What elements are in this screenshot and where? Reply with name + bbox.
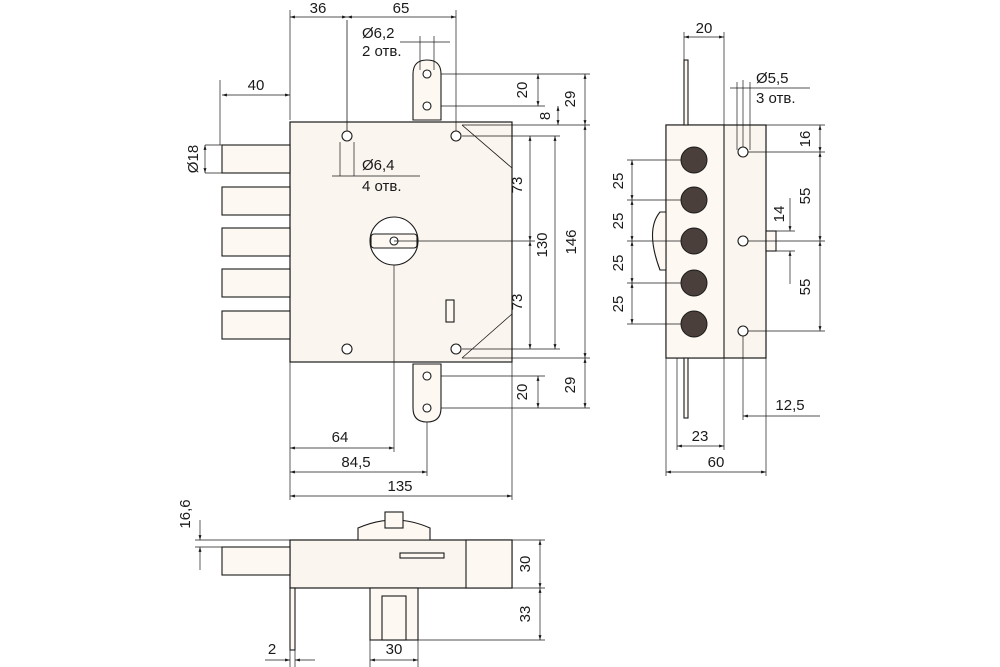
- dim-8: 8: [537, 112, 554, 120]
- side-view: 20 Ø5,5 3 отв. 16 55 14 55 25 25 25 25 1…: [610, 20, 825, 476]
- dim-135: 135: [387, 478, 412, 495]
- bolt-3: [221, 227, 291, 257]
- side-dim-16: 16: [797, 131, 814, 148]
- bolt-end-4: [680, 269, 708, 297]
- dim-29-bottom: 29: [562, 377, 579, 394]
- chamfer-bottom: [461, 313, 513, 359]
- latch-slot: [445, 299, 455, 323]
- chamfer-top: [461, 124, 513, 169]
- plate-hole-top-2: [422, 101, 432, 111]
- bolt-end-2: [680, 186, 708, 214]
- bottom-dim-2: 2: [268, 641, 276, 658]
- side-dim-12-5: 12,5: [775, 397, 804, 414]
- side-dim-d5-5: Ø5,5: [756, 70, 789, 87]
- bottom-dim-30-bottom: 30: [386, 641, 403, 658]
- side-dim-25-3: 25: [610, 255, 627, 272]
- side-tab-top: [683, 59, 689, 126]
- dim-20-bottom: 20: [514, 384, 531, 401]
- side-dim-14: 14: [771, 206, 788, 223]
- bottom-slot: [399, 552, 445, 559]
- bottom-dim-30-right: 30: [517, 556, 534, 573]
- side-dim-55-top: 55: [797, 188, 814, 205]
- dim-65: 65: [393, 0, 410, 17]
- bolt-1: [221, 144, 291, 174]
- body-hole-2: [450, 130, 462, 142]
- dim-146: 146: [563, 229, 580, 254]
- bolt-5: [221, 310, 291, 340]
- side-dim-25-1: 25: [610, 173, 627, 190]
- body-hole-4: [450, 343, 462, 355]
- bolt-2: [221, 186, 291, 216]
- dim-d18: Ø18: [185, 145, 202, 173]
- side-tab-bottom: [683, 357, 689, 419]
- bolt-4: [221, 268, 291, 298]
- dim-36: 36: [310, 0, 327, 17]
- bottom-dim-33: 33: [517, 606, 534, 623]
- plate-hole-bottom: [422, 371, 432, 381]
- dim-130: 130: [534, 232, 551, 257]
- side-dim-23: 23: [692, 428, 709, 445]
- dim-d6-2: Ø6,2: [362, 25, 395, 42]
- dim-29-top: 29: [562, 91, 579, 108]
- body-hole-3: [341, 343, 353, 355]
- bottom-cylinder-head: [384, 511, 404, 529]
- side-dim-60: 60: [708, 454, 725, 471]
- bolt-end-1: [680, 146, 708, 174]
- plate-hole-top: [422, 69, 432, 79]
- side-dim-25-2: 25: [610, 213, 627, 230]
- side-hole-3: [737, 325, 749, 337]
- dim-holes-4: 4 отв.: [362, 178, 402, 195]
- dim-holes-2: 2 отв.: [362, 43, 402, 60]
- front-view: 36 65 40 Ø18 Ø6,2 2 отв. Ø6,4 4 отв. 20 …: [185, 0, 590, 500]
- dim-64: 64: [332, 429, 349, 446]
- side-dim-25-4: 25: [610, 296, 627, 313]
- body-hole-1: [341, 130, 353, 142]
- dim-d6-4: Ø6,4: [362, 157, 395, 174]
- side-dim-holes-3: 3 отв.: [756, 90, 796, 107]
- plate-hole-bottom-2: [422, 403, 432, 413]
- bottom-bolt: [221, 546, 291, 576]
- bottom-view: 16,6 30 33 2 30: [177, 499, 545, 667]
- bolt-end-3: [680, 227, 708, 255]
- bolts: [221, 144, 291, 340]
- side-hole-1: [737, 146, 749, 158]
- side-dim-55-bottom: 55: [797, 279, 814, 296]
- bottom-faceplate: [465, 539, 513, 589]
- side-hole-2: [737, 235, 749, 247]
- dim-73-bottom: 73: [509, 294, 526, 311]
- dim-84-5: 84,5: [341, 454, 370, 471]
- bolt-end-5: [680, 310, 708, 338]
- bottom-tab: [289, 587, 296, 651]
- side-dim-20: 20: [696, 20, 713, 37]
- dim-40: 40: [248, 77, 265, 94]
- bottom-dim-16-6: 16,6: [177, 499, 194, 528]
- dim-20-top: 20: [514, 82, 531, 99]
- dim-73-top: 73: [509, 177, 526, 194]
- bottom-latch-inner: [381, 595, 407, 641]
- top-mounting-plate: [412, 59, 442, 121]
